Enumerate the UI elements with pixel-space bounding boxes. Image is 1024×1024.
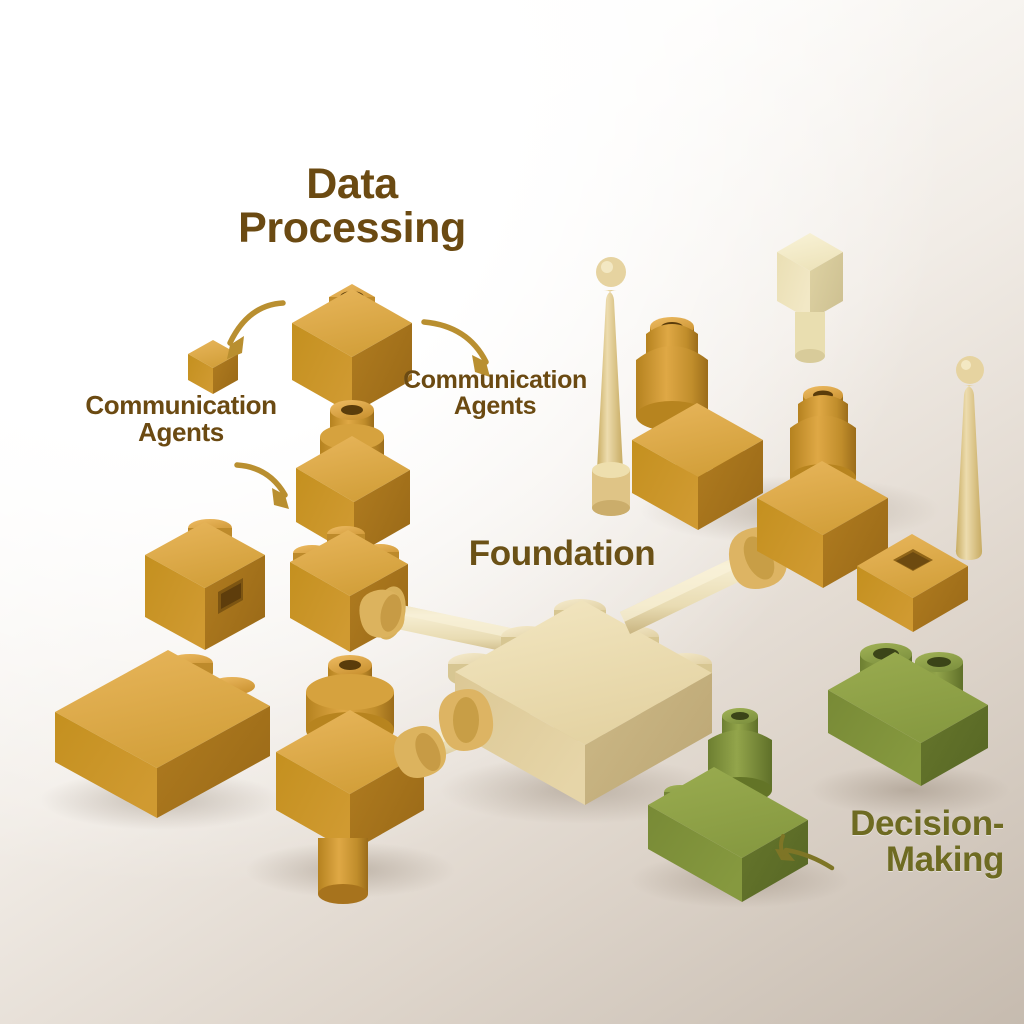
arrow-to-small-cube: [227, 300, 286, 359]
label-decision-making: Decision- Making: [850, 804, 1004, 879]
antenna-rod-right: [955, 356, 984, 560]
label-communication-agents-left: Communication Agents: [85, 390, 277, 447]
axle-rod-upper-left: [359, 586, 520, 655]
label-data-processing: Data Processing: [238, 160, 466, 252]
gold-brick-two-studs: [632, 403, 763, 530]
gold-brick-side-hole: [145, 519, 265, 650]
small-gold-cube: [188, 340, 238, 394]
label-foundation: Foundation: [468, 534, 656, 573]
green-brick-with-dome: [648, 708, 808, 902]
lower-gold-brick-with-dome: [276, 655, 424, 904]
top-gold-brick-with-stud: [292, 284, 412, 414]
ivory-block-with-peg: [777, 233, 843, 363]
arrow-to-mid-stack: [234, 462, 289, 509]
gold-frame-brick: [857, 534, 968, 632]
gold-brick-right-base: [757, 461, 888, 588]
arrow-to-green-brick: [775, 834, 835, 871]
antenna-rod-left: [592, 257, 630, 516]
green-brick-two-cylinders: [828, 643, 988, 786]
gold-brick-2x4: [55, 650, 270, 818]
foundation-plate-3x3: [438, 599, 712, 805]
label-communication-agents-right: Communication Agents: [403, 366, 587, 420]
arrow-to-right-comm: [421, 319, 490, 377]
